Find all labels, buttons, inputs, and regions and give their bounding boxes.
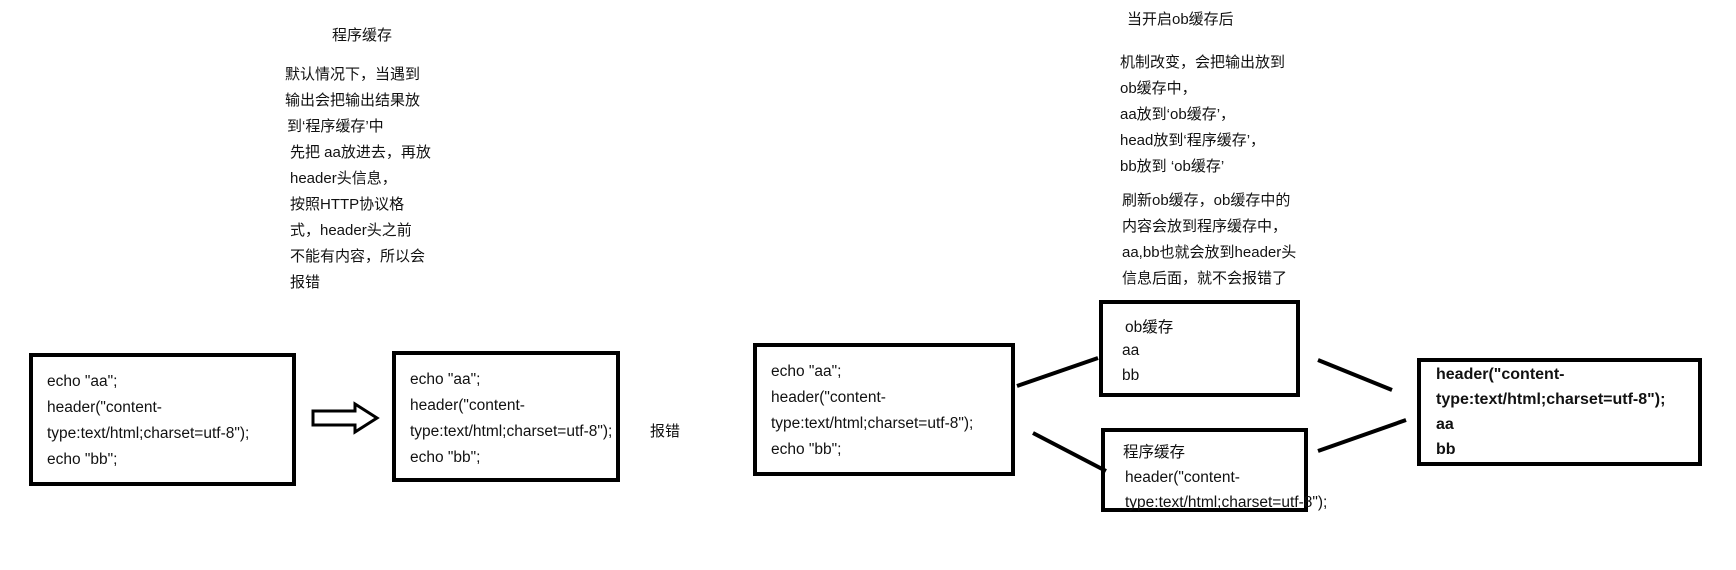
note-line: bb放到 ‘ob缓存’ <box>1120 158 1225 175</box>
note-line: 不能有内容，所以会 <box>290 248 426 265</box>
result-line: bb <box>1436 441 1456 458</box>
note-line: 输出会把输出结果放 <box>285 92 421 109</box>
code-line: header("content- <box>771 389 886 406</box>
result-line: aa <box>1436 416 1454 433</box>
default-behavior-note: 默认情况下，当遇到 输出会把输出结果放 到‘程序缓存’中 先把 aa放进去，再放… <box>285 62 431 296</box>
code-box-original: echo "aa"; header("content- type:text/ht… <box>29 353 296 486</box>
code-line: echo "bb"; <box>771 441 842 458</box>
code-line: type:text/html;charset=utf-8"); <box>410 423 613 440</box>
ob-cache-line: aa <box>1122 342 1140 359</box>
connector-lines <box>1016 356 1407 473</box>
hollow-arrow-icon <box>311 401 380 435</box>
program-cache-title: 程序缓存 <box>332 27 393 44</box>
code-line: echo "bb"; <box>410 449 481 466</box>
note-line: 报错 <box>290 274 321 291</box>
note-line: 按照HTTP协议格 <box>290 196 405 213</box>
code-line: echo "aa"; <box>771 363 842 380</box>
code-line: echo "aa"; <box>410 371 481 388</box>
connector-to-program-cache <box>1032 431 1107 473</box>
note-line: 式，header头之前 <box>290 222 412 239</box>
program-cache-line: type:text/html;charset=utf-8"); <box>1125 494 1328 511</box>
code-line: type:text/html;charset=utf-8"); <box>771 415 974 432</box>
code-line: echo "aa"; <box>47 373 118 390</box>
note-line: 默认情况下，当遇到 <box>285 66 421 83</box>
program-cache-line: header("content- <box>1125 469 1240 486</box>
code-line: type:text/html;charset=utf-8"); <box>47 425 250 442</box>
program-cache-box-title: 程序缓存 <box>1123 444 1186 461</box>
ob-cache-box-title: ob缓存 <box>1125 319 1174 336</box>
note-line: 内容会放到程序缓存中， <box>1122 218 1288 235</box>
ob-cache-title: 当开启ob缓存后 <box>1127 11 1234 28</box>
result-line: header("content- <box>1436 366 1565 383</box>
note-line: aa放到‘ob缓存’， <box>1120 106 1236 123</box>
result-line: type:text/html;charset=utf-8"); <box>1436 391 1666 408</box>
error-label: 报错 <box>650 423 681 440</box>
ob-mechanism-note: 机制改变，会把输出放到 ob缓存中， aa放到‘ob缓存’， head放到‘程序… <box>1120 50 1285 180</box>
code-box-error: echo "aa"; header("content- type:text/ht… <box>392 351 620 482</box>
note-line: 刷新ob缓存，ob缓存中的 <box>1122 192 1291 209</box>
code-line: header("content- <box>47 399 162 416</box>
result-output-box: header("content- type:text/html;charset=… <box>1417 358 1702 466</box>
connector-ob-to-result <box>1317 358 1393 392</box>
note-line: 机制改变，会把输出放到 <box>1120 54 1286 71</box>
note-line: 到‘程序缓存’中 <box>287 118 384 135</box>
code-line: header("content- <box>410 397 525 414</box>
ob-flush-note: 刷新ob缓存，ob缓存中的 内容会放到程序缓存中， aa,bb也就会放到head… <box>1122 188 1296 292</box>
note-line: 信息后面，就不会报错了 <box>1122 270 1288 287</box>
code-line: echo "bb"; <box>47 451 118 468</box>
note-line: 先把 aa放进去，再放 <box>290 144 431 161</box>
note-line: ob缓存中， <box>1120 80 1197 97</box>
program-cache-box: 程序缓存 header("content- type:text/html;cha… <box>1101 428 1327 512</box>
code-box-ob: echo "aa"; header("content- type:text/ht… <box>753 343 1015 476</box>
ob-cache-box: ob缓存 aa bb <box>1099 300 1300 397</box>
note-line: head放到‘程序缓存’， <box>1120 132 1266 149</box>
connector-program-to-result <box>1317 418 1407 453</box>
note-line: aa,bb也就会放到header头 <box>1122 244 1297 261</box>
note-line: header头信息， <box>290 170 397 187</box>
connector-to-ob-cache <box>1016 356 1099 388</box>
ob-cache-line: bb <box>1122 367 1140 384</box>
